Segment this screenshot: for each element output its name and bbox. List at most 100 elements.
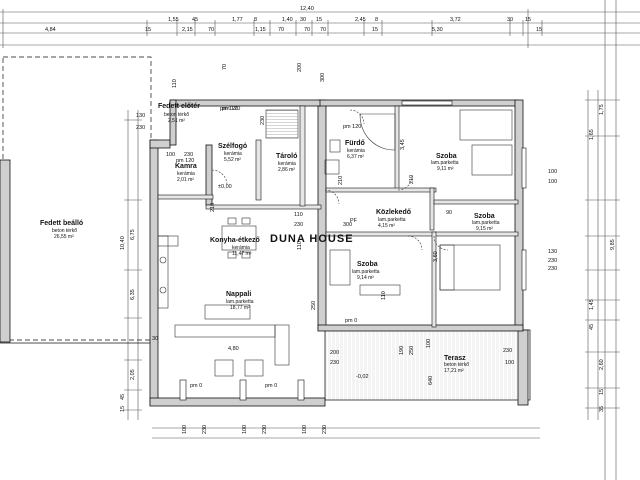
inner-dim: 100 xyxy=(505,360,514,366)
room-terasz: Terasz beton térkő 17,21 m² xyxy=(444,355,469,374)
room-area: 11,47 m² xyxy=(232,251,252,257)
room-surface: beton térkő xyxy=(52,228,77,234)
exterior-walls xyxy=(149,99,524,407)
room-area: 9,11 m² xyxy=(437,166,454,172)
room-surface: kerámia xyxy=(224,151,242,157)
bottom-dim-4: 230 xyxy=(262,425,268,434)
room-szoba-3: Szoba lam.parketta 9,14 m² xyxy=(352,261,380,281)
room-surface: kerámia xyxy=(278,161,296,167)
top-dim-row1-3: 1,77 xyxy=(232,17,243,23)
inner-dim: 100 xyxy=(166,152,175,158)
inner-dim: 100 xyxy=(548,179,557,185)
room-konyha: Konyha-étkező kerámia 11,47 m² xyxy=(210,237,260,257)
inner-dim: 190 xyxy=(399,346,405,355)
room-kozlekedo: Közlekedő lam.parketta 4,15 m² xyxy=(376,209,411,229)
inner-dim: 130 xyxy=(136,113,145,119)
room-name: Szélfogó xyxy=(218,143,247,150)
room-name: Szoba xyxy=(474,213,495,220)
top-dim-row1-8: 2,45 xyxy=(355,17,366,23)
level-mark: PF xyxy=(350,218,358,224)
interior-walls xyxy=(157,105,519,328)
right-dim-7: 15 xyxy=(599,389,605,395)
right-dim-8: 35 xyxy=(599,406,605,412)
room-kamra: Kamra kerámia 2,01 m² xyxy=(175,163,197,183)
room-area: 9,15 m² xyxy=(476,226,493,232)
level-marks: pm 0 pm 0 pm 0 ±0,00 -0,02 pm 120 pm 120… xyxy=(176,106,439,389)
bottom-dim-1: 100 xyxy=(182,425,188,434)
level-mark: 4,80 xyxy=(228,346,239,352)
level-mark: ±0,00 xyxy=(218,184,232,190)
bottom-dim-5: 100 xyxy=(302,425,308,434)
bottom-dim-3: 100 xyxy=(242,425,248,434)
right-dim-2: 1,65 xyxy=(589,129,595,140)
left-dim-6: 15 xyxy=(120,406,126,412)
room-area: 5,52 m² xyxy=(224,157,241,163)
top-dim-row2-10: 5,30 xyxy=(432,27,443,33)
top-dim-row1-2: 45 xyxy=(192,17,198,23)
room-labels: Fedett előtér beton térkő 2,51 m² Szélfo… xyxy=(40,103,500,374)
top-dim-row1-12: 15 xyxy=(525,17,531,23)
top-dim-row2-6: 70 xyxy=(278,27,284,33)
top-dim-row1-6: 30 xyxy=(300,17,306,23)
room-area: 2,51 m² xyxy=(168,118,185,124)
terrace xyxy=(324,329,531,406)
top-dim-row1-9: 8 xyxy=(375,17,378,23)
level-mark: pm 120 xyxy=(222,106,240,112)
watermark: DUNA HOUSE xyxy=(270,233,354,245)
room-name: Tároló xyxy=(276,153,297,160)
room-area: 6,37 m² xyxy=(347,154,364,160)
room-nappali: Nappali lam.parketta 18,77 m² xyxy=(226,291,254,311)
inner-dim: 230 xyxy=(330,360,339,366)
right-dim-6: 2,60 xyxy=(599,359,605,370)
inner-dim: 640 xyxy=(428,376,434,385)
inner-dim: 110 xyxy=(294,212,303,218)
level-mark: 3,60 xyxy=(433,251,439,262)
inner-dim: 300 xyxy=(343,222,352,228)
room-name: Fedett beálló xyxy=(40,220,83,227)
inner-dim: 210 xyxy=(338,176,344,185)
room-fedett-beallo: Fedett beálló beton térkő 26,55 m² xyxy=(40,220,83,240)
overall-width-label: 12,40 xyxy=(300,6,314,12)
inner-dim: pm 120 xyxy=(343,124,361,130)
room-area: 2,86 m² xyxy=(278,167,295,173)
left-dim-2: 6,75 xyxy=(130,229,136,240)
top-dim-row1-10: 3,72 xyxy=(450,17,461,23)
fixtures xyxy=(157,109,513,377)
inner-dim: 230 xyxy=(294,222,303,228)
inner-dim: 110 xyxy=(172,79,178,88)
room-surface: lam.parketta xyxy=(378,217,406,223)
room-tarolo: Tároló kerámia 2,86 m² xyxy=(276,153,297,173)
room-surface: lam.parketta xyxy=(431,160,459,166)
room-surface: kerámia xyxy=(232,245,250,251)
room-szoba-2: Szoba lam.parketta 9,15 m² xyxy=(472,213,500,232)
room-area: 9,14 m² xyxy=(357,275,374,281)
inner-dim: 230 xyxy=(548,266,557,272)
room-szelfogo: Szélfogó kerámia 5,52 m² xyxy=(218,143,247,163)
inner-dim: 230 xyxy=(184,152,193,158)
top-dim-row2-7: 70 xyxy=(304,27,310,33)
room-name: Közlekedő xyxy=(376,209,411,216)
top-dim-row2-3: 2,15 xyxy=(182,27,193,33)
top-dim-row1-11: 30 xyxy=(507,17,513,23)
room-surface: beton térkő xyxy=(444,362,469,368)
room-name: Kamra xyxy=(175,163,197,170)
bottom-dimensions: 100 230 100 230 100 230 xyxy=(182,425,328,434)
room-surface: kerámia xyxy=(347,148,365,154)
inner-dim: 200 xyxy=(330,350,339,356)
top-dim-row2-9: 15 xyxy=(372,27,378,33)
top-dim-row1-5: 1,40 xyxy=(282,17,293,23)
right-dim-4: 45 xyxy=(589,324,595,330)
top-dim-row2-5: 1,15 xyxy=(255,27,266,33)
room-name: Szoba xyxy=(357,261,378,268)
right-dimensions: 1,75 1,65 1,45 45 9,85 2,60 15 35 xyxy=(589,104,616,412)
room-area: 17,21 m² xyxy=(444,368,464,374)
room-fedett-eloter: Fedett előtér beton térkő 2,51 m² xyxy=(158,103,200,124)
inner-dim: 210 xyxy=(210,203,216,212)
inner-dim: 230 xyxy=(136,125,145,131)
left-dim-1: 10,40 xyxy=(120,236,126,250)
room-name: Fedett előtér xyxy=(158,103,200,110)
inner-dim: 200 xyxy=(297,63,303,72)
inner-dimensions: 110 130 230 pm 120 210 70 100 230 300 20… xyxy=(136,63,557,385)
top-dim-row1-1: 1,55 xyxy=(168,17,179,23)
inner-dim: 250 xyxy=(311,301,317,310)
